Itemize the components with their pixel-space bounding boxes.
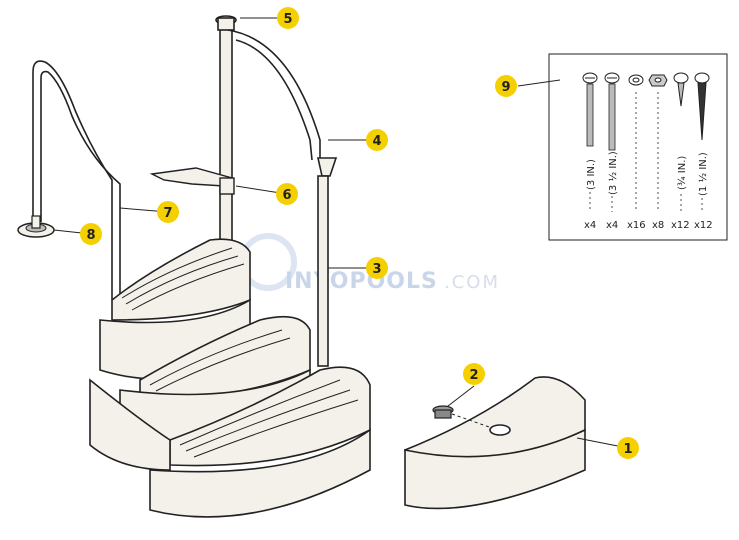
callout-3: 3	[366, 257, 388, 279]
callout-7: 7	[157, 201, 179, 223]
nut-icon	[648, 74, 668, 87]
phillips-screw-icon	[604, 72, 620, 151]
callout-label-2: 2	[469, 368, 478, 383]
callout-label-6: 6	[282, 188, 291, 203]
callout-6: 6	[276, 183, 298, 205]
post-bracket	[149, 167, 235, 195]
arch-handrail	[227, 29, 338, 177]
callout-2: 2	[463, 363, 485, 385]
cap-plug	[432, 405, 493, 429]
washer-icon	[628, 74, 644, 86]
hardware-qty-5: x12	[671, 220, 690, 231]
callout-4: 4	[366, 129, 388, 151]
callout-8: 8	[80, 223, 102, 245]
callout-label-1: 1	[623, 442, 632, 457]
left-handrail	[32, 60, 121, 300]
center-post	[215, 15, 237, 249]
short-wood-screw-icon	[673, 72, 689, 107]
hardware-leaders	[589, 92, 703, 212]
callout-label-5: 5	[283, 12, 292, 27]
hardware-qty-4: x8	[652, 220, 664, 231]
hardware-size-6: (1 ½ IN.)	[697, 152, 709, 196]
step-cap	[404, 376, 586, 510]
callout-label-9: 9	[501, 80, 510, 95]
hardware-size-1: (3 IN.)	[586, 159, 597, 190]
callout-9: 9	[495, 75, 517, 97]
handrail-base	[17, 215, 55, 238]
watermark-brand: INYOPOOLS	[285, 269, 438, 294]
callout-label-3: 3	[372, 262, 381, 277]
hardware-qty-2: x4	[606, 220, 618, 231]
hardware-qty-6: x12	[694, 220, 713, 231]
step-unit	[89, 238, 371, 518]
hardware-box: (3 IN.) (3 ½ IN.) (¾ IN.) (1 ½ IN.) x4 x…	[548, 53, 728, 241]
callout-label-7: 7	[163, 206, 172, 221]
hardware-qty-3: x16	[627, 220, 646, 231]
hardware-qty-1: x4	[584, 220, 596, 231]
callout-label-4: 4	[372, 134, 381, 149]
hardware-size-2: (3 ½ IN.)	[607, 151, 619, 195]
tread-ridges	[121, 247, 359, 458]
hardware-size-5: (¾ IN.)	[677, 156, 688, 190]
right-post	[317, 175, 329, 367]
callout-1: 1	[617, 437, 639, 459]
phillips-screw-icon	[582, 72, 598, 147]
watermark: INYOPOOLS .COM	[239, 233, 500, 294]
long-wood-screw-icon	[694, 72, 710, 141]
callout-5: 5	[277, 7, 299, 29]
watermark-suffix: .COM	[444, 272, 500, 293]
callout-label-8: 8	[86, 228, 95, 243]
